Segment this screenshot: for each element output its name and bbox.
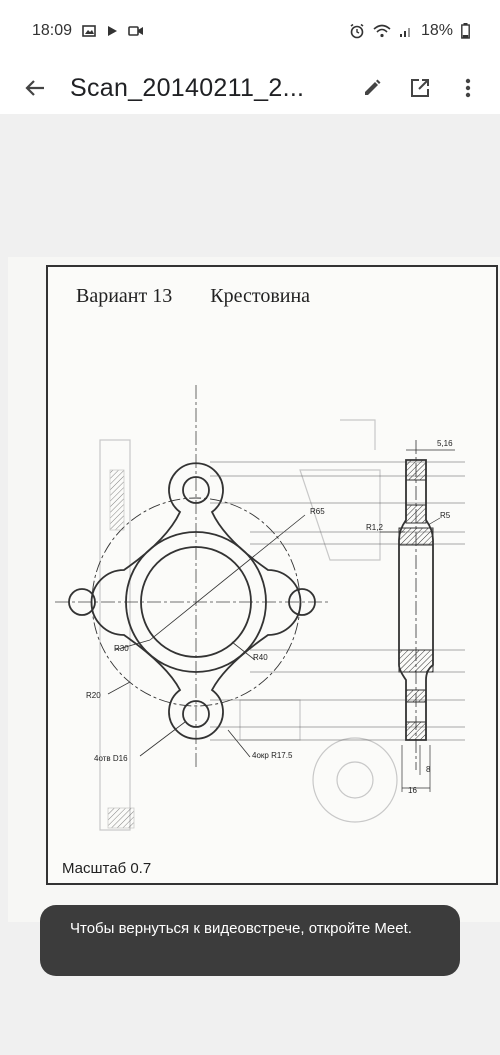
dim-r20: R20	[86, 691, 101, 700]
edit-button[interactable]	[352, 68, 392, 108]
battery-text: 18%	[420, 22, 453, 39]
signal-icon	[399, 24, 413, 38]
dim-r12: R1,2	[366, 523, 383, 532]
dim-r30: R30	[114, 644, 129, 653]
app-bar: Scan_20140211_2...	[0, 62, 500, 114]
dim-okr: 4окр R17.5	[252, 751, 293, 760]
dim-8: 8	[426, 765, 431, 774]
scanned-page	[8, 257, 500, 922]
alarm-icon	[349, 23, 365, 39]
variant-label: Вариант 13	[76, 285, 173, 307]
status-bar: 18:09 18%	[0, 0, 500, 62]
image-icon	[82, 25, 96, 37]
open-external-button[interactable]	[400, 68, 440, 108]
toast-message: Чтобы вернуться к видеовстрече, откройте…	[70, 920, 412, 937]
dim-r5: R5	[440, 511, 451, 520]
dim-holes: 4отв D16	[94, 754, 128, 763]
status-right: 18%	[349, 22, 470, 40]
meet-toast[interactable]: Чтобы вернуться к видеовстрече, откройте…	[40, 905, 460, 976]
app-bar-actions	[352, 68, 500, 108]
back-button[interactable]	[0, 62, 70, 114]
status-time: 18:09	[32, 22, 73, 39]
battery-icon	[461, 23, 470, 39]
document-title: Scan_20140211_2...	[70, 73, 305, 102]
status-left: 18:09	[32, 22, 144, 40]
open-external-icon	[411, 79, 429, 97]
wifi-icon	[373, 24, 391, 38]
dim-516: 5,16	[437, 439, 453, 448]
play-icon	[106, 25, 118, 37]
video-call-icon	[128, 25, 144, 37]
dim-r65: R65	[310, 507, 325, 516]
back-arrow-icon	[25, 80, 44, 96]
scale-label: Масштаб 0.7	[62, 860, 152, 877]
drawing-sheet	[46, 265, 498, 885]
part-name: Крестовина	[210, 285, 311, 307]
dim-r40: R40	[253, 653, 268, 662]
more-vert-icon	[465, 78, 471, 98]
edit-icon	[365, 79, 381, 95]
drawing-heading: Вариант 13 Крестовина	[76, 285, 310, 308]
more-options-button[interactable]	[448, 68, 488, 108]
dim-16: 16	[408, 786, 417, 795]
